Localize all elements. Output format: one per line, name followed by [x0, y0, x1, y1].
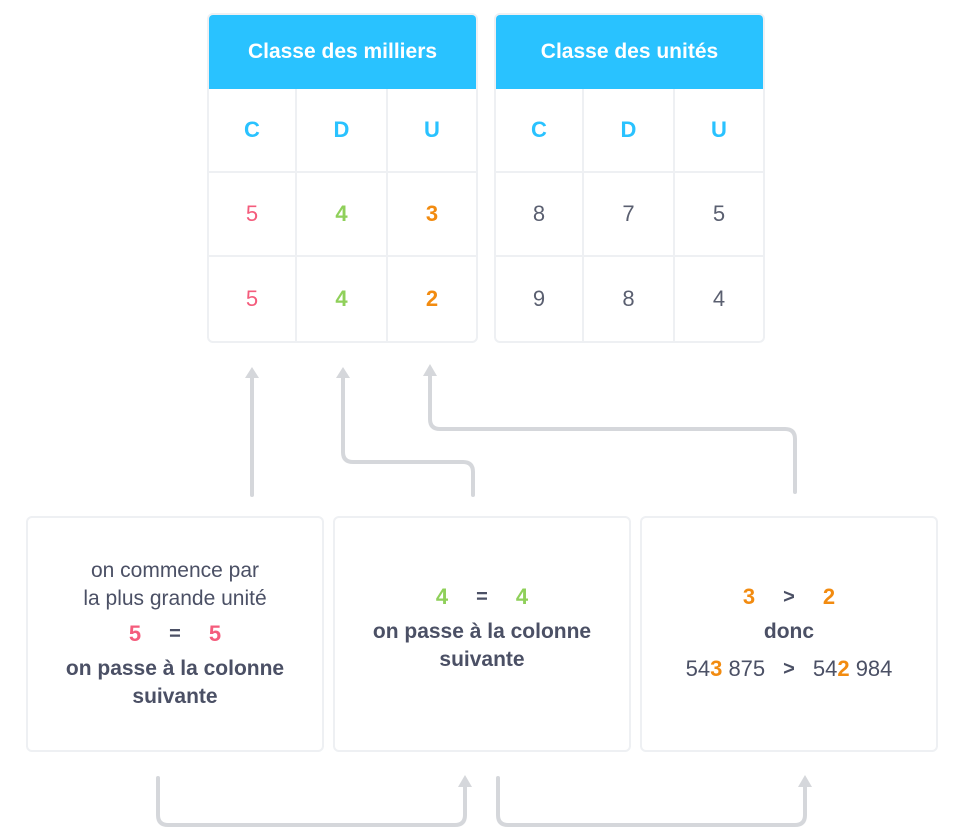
- cell-milliers-r1-d: 4: [297, 173, 388, 257]
- table-milliers: Classe des milliers C D U 5 4 3 5 4 2: [207, 13, 478, 343]
- arrowhead-box2: [458, 775, 472, 787]
- step2-equation: 4 = 4: [436, 584, 528, 610]
- step1-equation: 5 = 5: [129, 621, 221, 647]
- step3-right-digit: 2: [822, 584, 836, 609]
- arrowhead-d: [336, 367, 350, 378]
- step1-intro-line2: la plus grande unité: [83, 587, 267, 610]
- step3-equation: 3 > 2: [743, 584, 835, 610]
- number-a-digit: 3: [710, 656, 723, 681]
- table-unites: Classe des unités C D U 8 7 5 9 8 4: [494, 13, 765, 343]
- cell-milliers-r1-c: 5: [209, 173, 297, 257]
- step2-left-digit: 4: [435, 584, 449, 609]
- arrow-step2-to-d: [341, 376, 475, 497]
- number-b: 542 984: [813, 656, 893, 682]
- number-b-digit: 2: [837, 656, 850, 681]
- header-u: U: [675, 89, 763, 173]
- number-b-suffix: 984: [849, 656, 893, 681]
- table-unites-grid: C D U 8 7 5 9 8 4: [496, 89, 763, 341]
- header-u: U: [388, 89, 476, 173]
- cell-milliers-r1-u: 3: [388, 173, 476, 257]
- step1-intro-line1: on commence par: [90, 559, 260, 582]
- header-d: D: [297, 89, 388, 173]
- step1-operator: =: [169, 622, 181, 645]
- step1-left-digit: 5: [128, 621, 142, 646]
- step-box-3: 3 > 2 donc 543 875 > 542 984: [640, 516, 938, 752]
- table-unites-title: Classe des unités: [496, 15, 763, 89]
- number-b-prefix: 54: [812, 656, 838, 681]
- step1-next-line1: on passe à la colonne: [65, 657, 285, 680]
- cell-unites-r1-c: 8: [496, 173, 584, 257]
- step-box-2: 4 = 4 on passe à la colonne suivante: [333, 516, 631, 752]
- arrowhead-c: [245, 367, 259, 378]
- cell-unites-r2-c: 9: [496, 257, 584, 341]
- table-milliers-grid: C D U 5 4 3 5 4 2: [209, 89, 476, 341]
- step2-operator: =: [476, 585, 488, 608]
- step-box-1: on commence par la plus grande unité 5 =…: [26, 516, 324, 752]
- arrow-box1-to-box2: [156, 776, 467, 827]
- step1-right-digit: 5: [208, 621, 222, 646]
- comparison-operator: >: [783, 657, 795, 680]
- cell-milliers-r2-d: 4: [297, 257, 388, 341]
- cell-milliers-r2-c: 5: [209, 257, 297, 341]
- cell-unites-r2-d: 8: [584, 257, 675, 341]
- cell-unites-r1-d: 7: [584, 173, 675, 257]
- cell-unites-r1-u: 5: [675, 173, 763, 257]
- step3-operator: >: [783, 585, 795, 608]
- step3-conclusion: donc: [763, 620, 815, 643]
- step2-next-line2: suivante: [439, 648, 525, 671]
- number-a-suffix: 875: [722, 656, 766, 681]
- arrowhead-box3: [798, 775, 812, 787]
- header-c: C: [209, 89, 297, 173]
- header-c: C: [496, 89, 584, 173]
- step2-next-line1: on passe à la colonne: [372, 620, 592, 643]
- arrow-step3-to-u: [428, 373, 797, 494]
- step2-right-digit: 4: [515, 584, 529, 609]
- arrowhead-u: [423, 364, 437, 376]
- header-d: D: [584, 89, 675, 173]
- step1-next-line2: suivante: [132, 685, 218, 708]
- cell-milliers-r2-u: 2: [425, 286, 439, 311]
- number-a: 543 875: [686, 656, 766, 682]
- cell-unites-r2-u: 4: [712, 286, 726, 311]
- table-milliers-title: Classe des milliers: [209, 15, 476, 89]
- step3-comparison: 543 875 > 542 984: [686, 656, 893, 682]
- step3-left-digit: 3: [742, 584, 756, 609]
- arrow-box2-to-box3: [496, 776, 807, 827]
- number-a-prefix: 54: [685, 656, 711, 681]
